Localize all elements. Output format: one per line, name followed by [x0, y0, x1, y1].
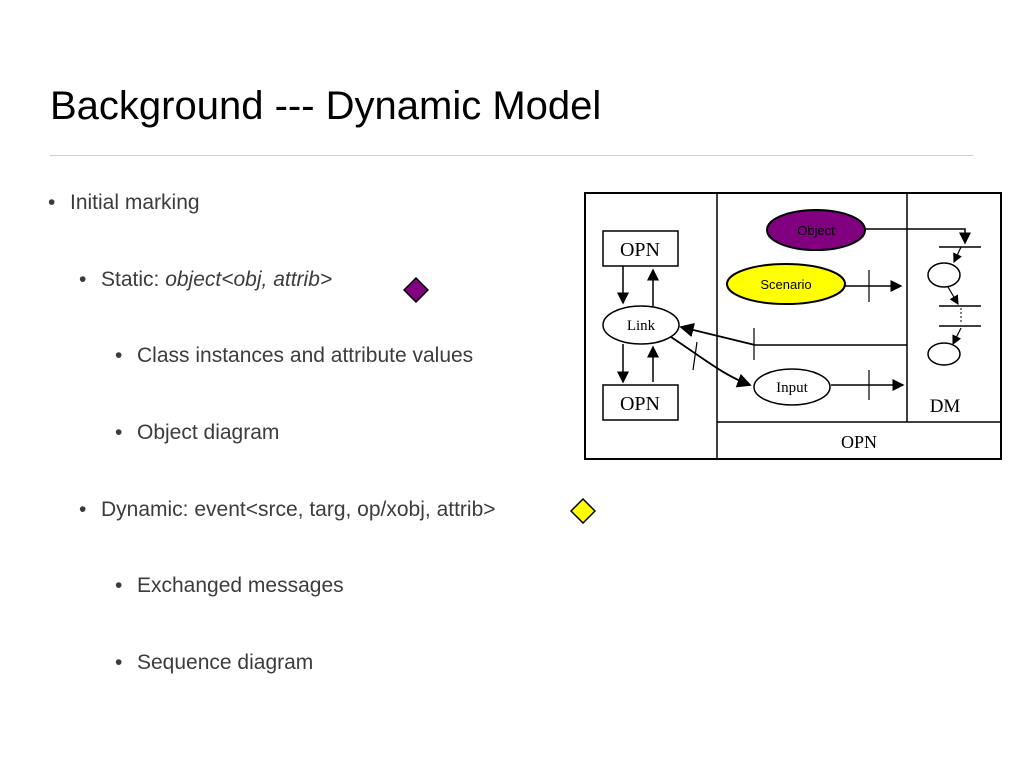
dynamic-diamond-icon: [570, 498, 596, 524]
dm-label: DM: [930, 396, 961, 417]
opn-bottom-label: OPN: [620, 393, 660, 415]
dm-place-bottom: [927, 342, 961, 366]
dynamic-model-diagram: OPN OPN Link Input Object Scenario DM OP…: [584, 192, 1002, 460]
bullet-text: Object diagram: [137, 421, 280, 444]
opn-top-box: [602, 230, 679, 267]
title-divider: [50, 155, 973, 156]
bullet-text-prefix: Static:: [101, 268, 166, 291]
input-label: Input: [776, 380, 808, 396]
bullet-text: Initial marking: [70, 191, 200, 214]
bullet-text: Exchanged messages: [137, 574, 344, 597]
link-node: [602, 305, 680, 345]
input-node: [753, 368, 831, 406]
static-diamond-icon: [403, 277, 429, 303]
bullet-dynamic: • Dynamic: event<srce, targ, op/xobj, att…: [79, 497, 496, 523]
slide-title: Background --- Dynamic Model: [50, 84, 602, 128]
opn-top-label: OPN: [620, 239, 660, 261]
bullet-dot: •: [115, 344, 123, 367]
bullet-initial-marking: • Initial marking: [48, 190, 200, 216]
bullet-sequence-diagram: • Sequence diagram: [115, 650, 313, 676]
bullet-text: Dynamic: event<srce, targ, op/xobj, attr…: [101, 498, 496, 521]
opn-bottom-box: [602, 384, 679, 421]
bullet-dot: •: [115, 421, 123, 444]
scenario-node: [726, 263, 846, 305]
dm-place-top: [927, 262, 961, 288]
bullet-object-diagram: • Object diagram: [115, 420, 279, 446]
scenario-label: Scenario: [760, 277, 811, 292]
bullet-exchanged-messages: • Exchanged messages: [115, 573, 344, 599]
object-label: Object: [797, 223, 835, 238]
opn-footer-label: OPN: [841, 432, 877, 452]
bullet-static: • Static: object<obj, attrib>: [79, 267, 332, 293]
bullet-dot: •: [115, 651, 123, 674]
object-node: [766, 209, 866, 251]
bullet-dot: •: [79, 498, 87, 521]
bullet-text: Class instances and attribute values: [137, 344, 474, 367]
bullet-text-italic: object<obj, attrib>: [165, 268, 333, 291]
link-label: Link: [627, 318, 656, 334]
bullet-class-instances: • Class instances and attribute values: [115, 343, 473, 369]
bullet-text: Sequence diagram: [137, 651, 314, 674]
bullet-dot: •: [79, 268, 87, 291]
bullet-dot: •: [115, 574, 123, 597]
bullet-dot: •: [48, 191, 56, 214]
